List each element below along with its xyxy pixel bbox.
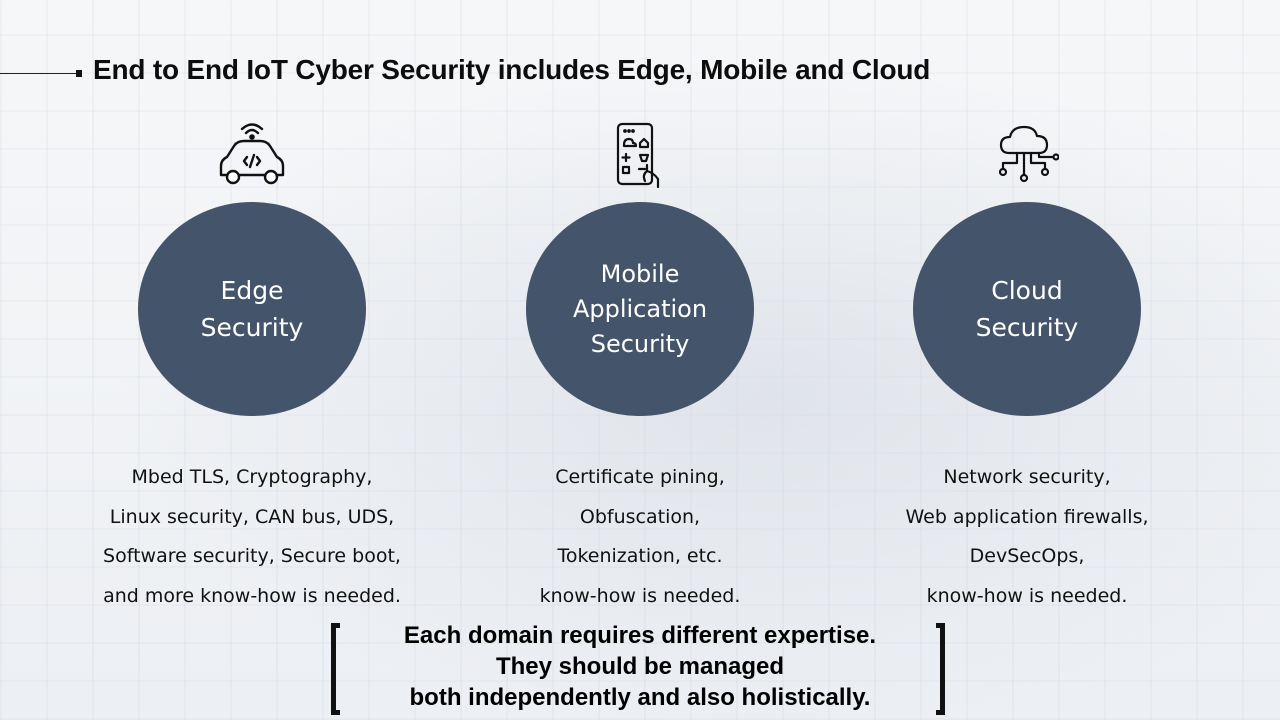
title-rule [0, 73, 76, 74]
description-line: Obfuscation, [579, 505, 701, 528]
description-line: and more know-how is needed. [103, 584, 401, 607]
smartphone-app-icon [616, 122, 660, 189]
circle-label: Security [200, 313, 304, 342]
circle-label: Edge [220, 276, 284, 305]
cloud-security-circle: Cloud Security [913, 202, 1141, 416]
cloud-security-description: Network security, Web application firewa… [847, 458, 1207, 616]
summary-line: both independently and also holistically… [409, 684, 871, 711]
slide-title: End to End IoT Cyber Security includes E… [93, 54, 931, 85]
edge-security-column: Edge Security Mbed TLS, Cryptography, Li… [72, 0, 432, 620]
description-line: Software security, Secure boot, [103, 545, 401, 567]
mobile-security-column: Mobile Application Security Certificate … [460, 0, 820, 620]
mobile-security-circle: Mobile Application Security [526, 202, 754, 416]
connected-car-icon [219, 123, 285, 185]
title-bullet [76, 70, 82, 77]
circle-label: Mobile [600, 259, 680, 288]
circle-label: Security [975, 313, 1079, 342]
left-bracket [331, 623, 340, 715]
circle-label: Security [590, 329, 690, 358]
edge-security-description: Mbed TLS, Cryptography, Linux security, … [72, 458, 432, 616]
description-line: Tokenization, etc. [557, 545, 723, 567]
summary-line: They should be managed [495, 653, 785, 680]
edge-security-circle: Edge Security [138, 202, 366, 416]
circle-label: Cloud [991, 276, 1063, 305]
summary-statement: Each domain requires different expertise… [340, 620, 940, 713]
description-line: Certificate pining, [555, 466, 725, 488]
description-line: know-how is needed. [539, 584, 741, 607]
description-line: DevSecOps, [969, 545, 1085, 567]
description-line: Network security, [943, 466, 1111, 488]
cloud-network-icon [998, 125, 1059, 183]
right-bracket [936, 623, 945, 715]
description-line: Web application firewalls, [905, 505, 1149, 528]
circle-label: Application [572, 294, 708, 323]
description-line: Mbed TLS, Cryptography, [131, 466, 373, 488]
mobile-security-description: Certificate pining, Obfuscation, Tokeniz… [460, 458, 820, 616]
description-line: know-how is needed. [926, 584, 1128, 607]
description-line: Linux security, CAN bus, UDS, [109, 505, 395, 528]
summary-line: Each domain requires different expertise… [403, 622, 877, 649]
cloud-security-column: Cloud Security Network security, Web app… [847, 0, 1207, 620]
